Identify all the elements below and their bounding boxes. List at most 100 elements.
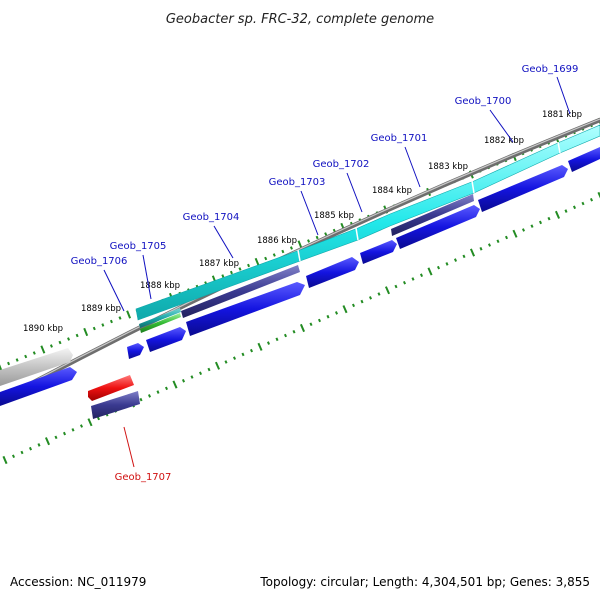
tick-mark xyxy=(11,454,16,459)
tick-mark xyxy=(554,210,561,219)
tick-mark xyxy=(249,348,254,353)
gene-label-forward[interactable]: Geob_1704 xyxy=(183,212,240,223)
cds-reverse-track xyxy=(88,375,140,419)
tick-mark xyxy=(241,352,245,357)
hit-geob-1707 xyxy=(91,391,140,419)
tick-mark xyxy=(342,305,348,314)
cds-geob-1699[interactable] xyxy=(568,147,600,172)
tick-mark xyxy=(62,431,67,436)
tick-mark xyxy=(49,344,53,348)
gene-labels: Geob_1699Geob_1700Geob_1701Geob_1702Geob… xyxy=(71,64,579,483)
tick-mark xyxy=(281,249,285,254)
tick-mark xyxy=(37,443,41,447)
tick-mark xyxy=(139,397,143,402)
tick-mark xyxy=(164,386,169,391)
tick-mark xyxy=(402,280,407,285)
tick-mark xyxy=(247,263,251,268)
gene-label-forward[interactable]: Geob_1700 xyxy=(455,96,512,107)
tick-mark xyxy=(289,246,293,250)
tick-mark xyxy=(190,375,194,379)
tick-mark xyxy=(24,354,28,359)
tick-mark xyxy=(547,216,551,221)
cds-geob-1705[interactable] xyxy=(146,327,186,352)
accession-text: Accession: NC_011979 xyxy=(10,575,146,589)
tick-mark xyxy=(297,240,303,249)
hit-green xyxy=(139,308,181,333)
tick-mark xyxy=(118,316,122,320)
tick-mark xyxy=(67,337,71,341)
leader-line xyxy=(103,269,125,312)
tick-mark xyxy=(238,267,242,271)
kbp-label: 1890 kbp xyxy=(23,324,63,334)
tick-mark xyxy=(266,341,271,345)
tick-mark xyxy=(92,326,96,331)
tick-mark xyxy=(317,318,322,323)
tick-mark xyxy=(15,358,19,362)
tick-mark xyxy=(283,333,288,338)
tick-mark xyxy=(292,329,296,334)
tick-mark xyxy=(309,322,313,327)
genome-summary-text: Topology: circular; Length: 4,304,501 bp… xyxy=(259,575,590,589)
leader-line xyxy=(404,146,421,188)
tick-mark xyxy=(351,303,356,308)
tick-mark xyxy=(436,265,441,270)
tick-mark xyxy=(101,323,105,327)
tick-mark xyxy=(307,239,311,243)
cds-geob-1704[interactable] xyxy=(186,282,305,336)
leader-line xyxy=(489,109,514,143)
tick-mark xyxy=(229,270,233,275)
cds-geob-1707[interactable] xyxy=(88,375,134,401)
tick-mark xyxy=(232,356,237,360)
gene-label-forward[interactable]: Geob_1703 xyxy=(269,177,326,188)
map-title: Geobacter sp. FRC-32, complete genome xyxy=(166,12,434,27)
tick-mark xyxy=(83,327,89,337)
tick-mark xyxy=(538,220,543,225)
tick-mark xyxy=(0,364,3,372)
gene-label-forward[interactable]: Geob_1706 xyxy=(71,256,128,267)
gene-label-forward[interactable]: Geob_1705 xyxy=(110,241,167,252)
leader-line xyxy=(142,254,152,300)
kbp-label: 1889 kbp xyxy=(81,304,121,314)
gene-label-forward[interactable]: Geob_1699 xyxy=(522,64,579,75)
cds-geob-1700[interactable] xyxy=(478,165,568,212)
tick-mark xyxy=(79,424,84,428)
tick-mark xyxy=(87,418,93,427)
hit-ribbon-cyan xyxy=(135,124,600,321)
cds-geob-1702[interactable] xyxy=(360,240,397,264)
kbp-label: 1882 kbp xyxy=(484,136,524,146)
tick-mark xyxy=(275,337,279,342)
tick-mark xyxy=(181,379,186,383)
tick-mark xyxy=(109,319,113,324)
leader-line xyxy=(300,190,319,236)
tick-mark xyxy=(360,299,364,304)
tick-mark xyxy=(54,435,58,440)
tick-mark xyxy=(521,228,526,232)
cds-left[interactable] xyxy=(0,367,77,406)
tick-mark xyxy=(198,371,203,376)
gene-label-forward[interactable]: Geob_1701 xyxy=(371,133,428,144)
leader-line xyxy=(556,76,571,115)
cds-geob-1701[interactable] xyxy=(396,205,480,249)
tick-mark xyxy=(156,390,160,394)
tick-mark xyxy=(254,257,260,267)
tick-mark xyxy=(28,446,33,451)
cds-geob-1706[interactable] xyxy=(127,343,144,359)
cds-left-grey[interactable] xyxy=(0,348,73,386)
tick-mark xyxy=(126,310,132,319)
tick-mark xyxy=(299,323,306,333)
cds-geob-1703[interactable] xyxy=(306,257,359,288)
tick-mark xyxy=(496,239,500,244)
gene-label-forward[interactable]: Geob_1702 xyxy=(313,159,370,170)
tick-mark xyxy=(71,428,75,432)
tick-mark xyxy=(411,277,415,281)
inner-tick-track xyxy=(2,191,600,465)
kbp-label: 1884 kbp xyxy=(372,186,412,196)
kbp-label: 1885 kbp xyxy=(314,211,354,221)
tick-mark xyxy=(419,273,424,277)
leader-line xyxy=(123,426,135,468)
tick-mark xyxy=(453,258,458,262)
gene-label-reverse[interactable]: Geob_1707 xyxy=(115,472,172,483)
tick-mark xyxy=(224,360,228,364)
tick-mark xyxy=(326,314,330,319)
